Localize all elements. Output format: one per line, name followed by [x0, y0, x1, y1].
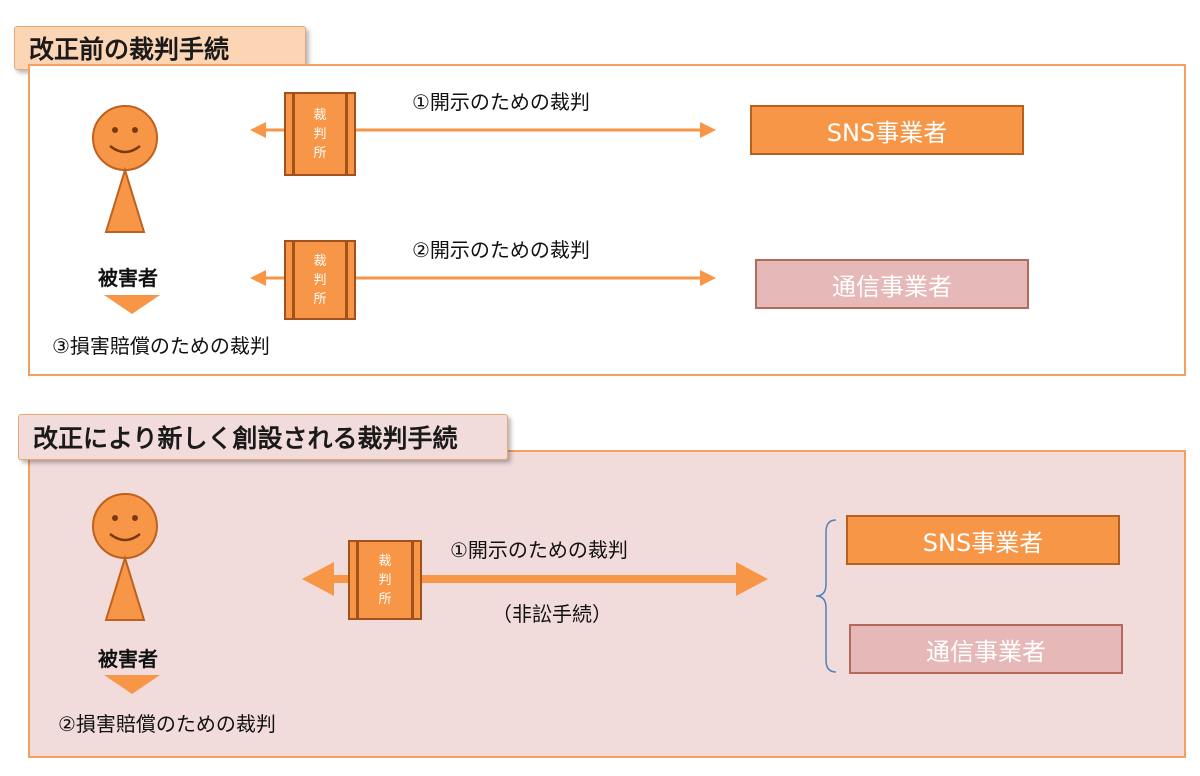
court-char: 裁 [313, 253, 327, 269]
brace-icon [815, 519, 837, 673]
court-char: 判 [313, 272, 327, 288]
section-title-after: 改正により新しく創設される裁判手続 [18, 414, 508, 460]
section-title-before: 改正前の裁判手続 [14, 26, 306, 70]
down-triangle-icon-after [104, 675, 160, 694]
entity-sns-after-text: SNS事業者 [922, 528, 1044, 557]
victim-label-before: 被害者 [98, 266, 158, 290]
panel-after [28, 450, 1186, 758]
court-char: 裁 [378, 553, 392, 569]
entity-sns-before-text: SNS事業者 [826, 118, 948, 147]
down-triangle-icon-before [104, 295, 160, 314]
victim-figure-before [92, 105, 158, 233]
damages-trial-label-before: ③損害賠償のための裁判 [52, 334, 270, 358]
trial-label-before-1: ①開示のための裁判 [412, 90, 590, 114]
court-icon-before-1: 裁 判 所 [284, 92, 356, 176]
court-char: 所 [313, 291, 327, 307]
procedure-note-after: （非訟手続） [492, 602, 612, 626]
section-title-before-text: 改正前の裁判手続 [29, 35, 230, 64]
entity-telecom-after-text: 通信事業者 [926, 637, 1046, 666]
smiley-person-icon [92, 105, 158, 233]
damages-trial-label-after: ②損害賠償のための裁判 [58, 712, 276, 736]
victim-label-after: 被害者 [98, 647, 158, 671]
court-char: 判 [313, 126, 327, 142]
entity-sns-before: SNS事業者 [750, 105, 1024, 155]
entity-telecom-before: 通信事業者 [755, 259, 1029, 309]
court-icon-before-2: 裁 判 所 [284, 240, 356, 320]
entity-telecom-after: 通信事業者 [849, 624, 1123, 674]
court-icon-after: 裁 判 所 [348, 540, 422, 620]
entity-sns-after: SNS事業者 [846, 515, 1120, 565]
section-title-after-text: 改正により新しく創設される裁判手続 [33, 424, 458, 453]
court-char: 判 [378, 572, 392, 588]
trial-label-before-2: ②開示のための裁判 [412, 238, 590, 262]
trial-label-after: ①開示のための裁判 [450, 538, 628, 562]
smiley-person-icon [92, 493, 158, 621]
victim-figure-after [92, 493, 158, 621]
entity-telecom-before-text: 通信事業者 [832, 272, 952, 301]
court-char: 所 [313, 145, 327, 161]
court-char: 裁 [313, 107, 327, 123]
court-char: 所 [378, 591, 392, 607]
